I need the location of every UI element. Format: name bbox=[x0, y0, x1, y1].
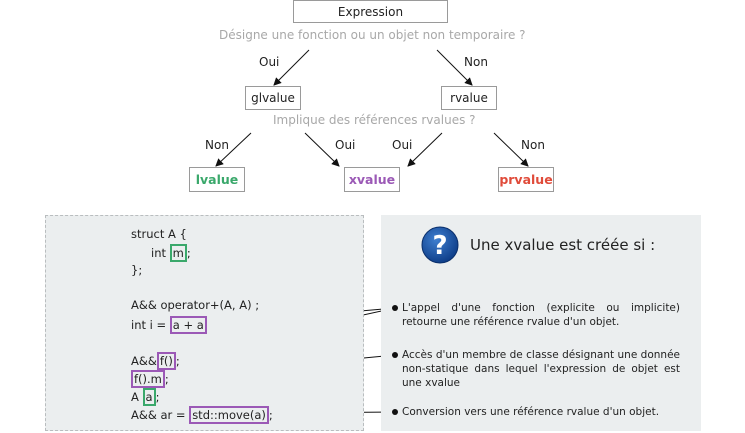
question-2: Implique des références rvalues ? bbox=[273, 113, 476, 127]
code-line-9: A&& ar = std::move(a); bbox=[131, 406, 273, 424]
code-line-1: struct A { bbox=[131, 227, 187, 241]
highlight-a: a bbox=[142, 388, 156, 406]
info-item-2: Accès d'un membre de classe désignant un… bbox=[402, 349, 680, 389]
question-mark-icon: ? bbox=[421, 226, 459, 264]
xvalue-label: xvalue bbox=[348, 172, 396, 187]
bullet-1 bbox=[392, 305, 398, 311]
edge-glvalue-lvalue bbox=[215, 132, 252, 167]
prvalue-node: prvalue bbox=[498, 167, 554, 192]
label-oui-left: Oui bbox=[335, 138, 356, 152]
code-line-3: }; bbox=[131, 263, 143, 277]
label-non-right: Non bbox=[521, 138, 545, 152]
code-semicolon-6: ; bbox=[175, 354, 180, 368]
code-a-ar: A&& ar = bbox=[131, 408, 186, 422]
rvalue-node: rvalue bbox=[441, 86, 497, 110]
code-int-i: int i = bbox=[131, 318, 167, 332]
label-oui-1: Oui bbox=[259, 55, 280, 69]
info-item-1: L'appel d'une fonction (explicite ou imp… bbox=[402, 302, 680, 328]
question-1: Désigne une fonction ou un objet non tem… bbox=[219, 28, 526, 42]
highlight-m: m bbox=[169, 244, 187, 262]
prvalue-label: prvalue bbox=[499, 172, 553, 187]
highlight-f-m: f().m bbox=[131, 370, 165, 388]
glvalue-label: glvalue bbox=[251, 91, 295, 105]
glvalue-node: glvalue bbox=[245, 86, 301, 110]
code-semicolon: ; bbox=[186, 246, 191, 260]
bullet-3 bbox=[392, 409, 398, 415]
code-a-ref: A&& bbox=[131, 354, 157, 368]
lvalue-node: lvalue bbox=[189, 167, 245, 192]
edge-rvalue-xvalue bbox=[407, 132, 443, 167]
bullet-2 bbox=[392, 352, 398, 358]
code-line-5: int i = a + a bbox=[131, 316, 207, 334]
svg-text:?: ? bbox=[432, 231, 447, 261]
code-panel bbox=[45, 215, 364, 431]
label-non-left: Non bbox=[205, 138, 229, 152]
code-line-7: f().m; bbox=[131, 370, 169, 388]
edge-root-rvalue bbox=[436, 49, 473, 86]
code-semicolon-9: ; bbox=[268, 408, 273, 422]
code-line-8: A a; bbox=[131, 388, 159, 406]
label-oui-right: Oui bbox=[392, 138, 413, 152]
edge-root-glvalue bbox=[273, 49, 310, 86]
code-line-4: A&& operator+(A, A) ; bbox=[131, 298, 260, 312]
edge-glvalue-xvalue bbox=[304, 132, 340, 167]
info-item-3: Conversion vers une référence rvalue d'u… bbox=[402, 406, 660, 418]
xvalue-node: xvalue bbox=[344, 167, 400, 192]
lvalue-label: lvalue bbox=[195, 172, 239, 187]
highlight-f-call: f() bbox=[156, 352, 176, 370]
info-title: Une xvalue est créée si : bbox=[470, 236, 656, 254]
highlight-std-move: std::move(a) bbox=[189, 406, 269, 424]
code-int: int bbox=[151, 246, 166, 260]
expression-node: Expression bbox=[293, 0, 448, 23]
code-line-6: A&&f(); bbox=[131, 352, 180, 370]
code-line-2: int m; bbox=[151, 244, 191, 262]
code-type-a: A bbox=[131, 390, 139, 404]
edge-rvalue-prvalue bbox=[493, 132, 529, 167]
code-semicolon-7: ; bbox=[164, 372, 169, 386]
expression-label: Expression bbox=[337, 4, 404, 19]
code-semicolon-8: ; bbox=[155, 390, 160, 404]
label-non-1: Non bbox=[464, 55, 488, 69]
rvalue-label: rvalue bbox=[450, 91, 488, 105]
highlight-a-plus-a: a + a bbox=[169, 316, 207, 334]
